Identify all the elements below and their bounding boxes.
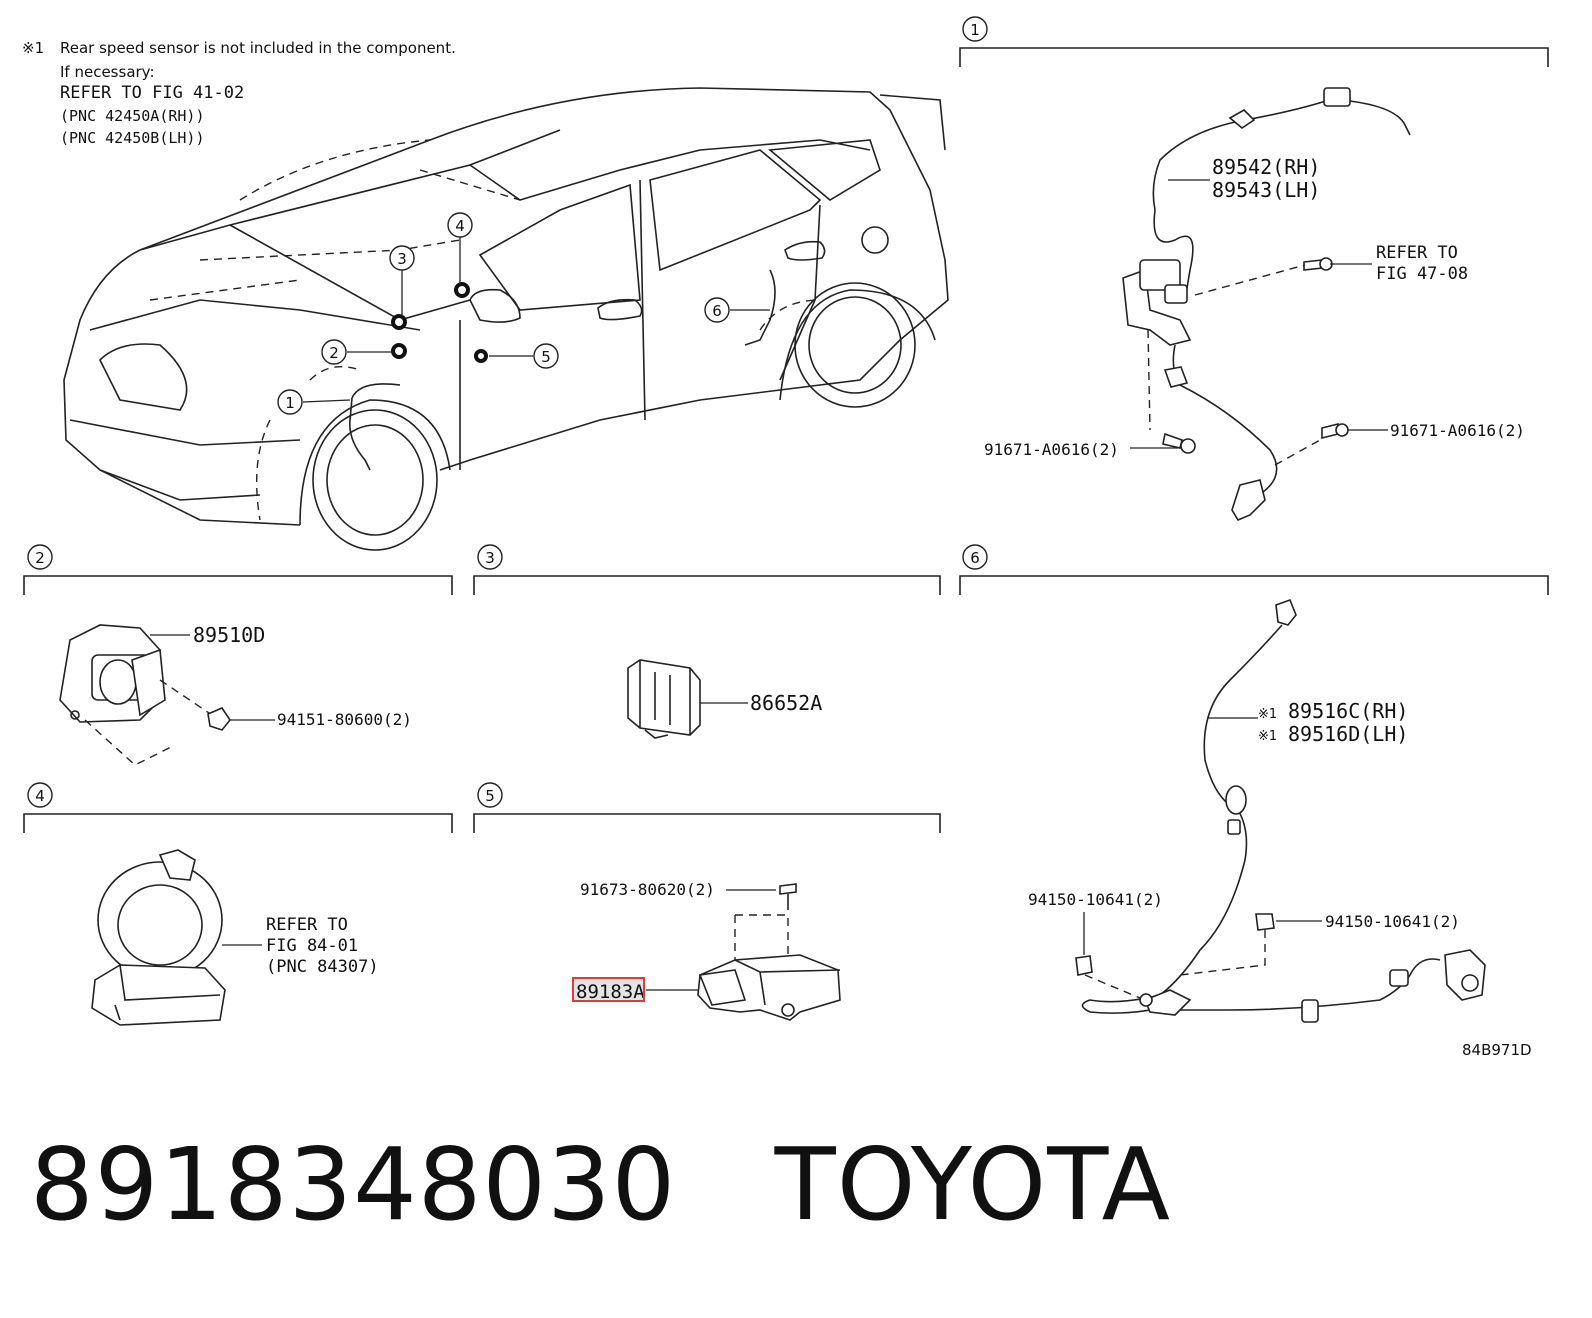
callout-2: 2 bbox=[321, 339, 347, 365]
section-3: 3 86652A bbox=[473, 544, 941, 739]
section-4-refer-line3: (PNC 84307) bbox=[266, 957, 379, 977]
section-3-part: 86652A bbox=[750, 691, 822, 715]
section-6-bolt-left: 94150-10641(2) bbox=[1028, 890, 1163, 909]
section-4: 4 REFER TO FIG 84-01 (PNC 84307) bbox=[23, 782, 453, 1026]
section-6-label: 6 bbox=[970, 549, 980, 567]
note-mark: ※1 bbox=[22, 39, 44, 57]
car-illustration bbox=[63, 87, 949, 551]
callout-1: 1 bbox=[277, 389, 303, 415]
section-5-part: 89183A bbox=[576, 981, 645, 1003]
note-if-necessary: If necessary: bbox=[60, 63, 155, 81]
section-5: 5 91673-80620(2) 89183A bbox=[473, 782, 941, 1021]
callout-1-label: 1 bbox=[285, 394, 295, 412]
callout-3: 3 bbox=[389, 245, 415, 271]
section-1-bolt-right: 91671-A0616(2) bbox=[1390, 421, 1525, 440]
section-1-refer-line1: REFER TO bbox=[1376, 243, 1458, 263]
section-1-label: 1 bbox=[970, 21, 980, 39]
section-6-part-rh: 89516C(RH) bbox=[1288, 699, 1408, 723]
section-5-label: 5 bbox=[485, 787, 495, 805]
callout-5: 5 bbox=[533, 343, 559, 369]
note-refer: REFER TO FIG 41-02 bbox=[60, 83, 244, 103]
section-4-refer-line1: REFER TO bbox=[266, 915, 348, 935]
note-block: ※1 Rear speed sensor is not included in … bbox=[22, 39, 456, 147]
note-pnc-rh: (PNC 42450A(RH)) bbox=[60, 107, 205, 125]
section-5-bolt: 91673-80620(2) bbox=[580, 880, 715, 899]
section-6-mark-lh: ※1 bbox=[1258, 729, 1277, 744]
section-1-part-rh: 89542(RH) bbox=[1212, 155, 1320, 179]
callout-4: 4 bbox=[447, 212, 473, 238]
footer-brand: TOYOTA bbox=[774, 1126, 1171, 1243]
callout-4-label: 4 bbox=[455, 217, 465, 235]
section-2-bolt: 94151-80600(2) bbox=[277, 710, 412, 729]
section-6-part-lh: 89516D(LH) bbox=[1288, 722, 1408, 746]
note-text: Rear speed sensor is not included in the… bbox=[60, 39, 456, 57]
section-6-mark-rh: ※1 bbox=[1258, 707, 1277, 722]
footer-title: 8918348030 TOYOTA bbox=[30, 1135, 1171, 1235]
section-1-refer-line2: FIG 47-08 bbox=[1376, 264, 1468, 284]
section-4-label: 4 bbox=[35, 787, 45, 805]
footer-part-number: 8918348030 bbox=[30, 1126, 677, 1243]
section-1-part-lh: 89543(LH) bbox=[1212, 178, 1320, 202]
section-1: 1 89542(RH) 89543(LH) REFER TO bbox=[959, 16, 1549, 522]
callout-3-label: 3 bbox=[397, 250, 407, 268]
highlight-box bbox=[572, 977, 645, 1002]
section-6-bolt-right: 94150-10641(2) bbox=[1325, 912, 1460, 931]
section-2-part: 89510D bbox=[193, 623, 265, 647]
section-6: 6 ※1 89516C(RH) ※1 89516D(LH) 94150-1064… bbox=[959, 544, 1549, 1023]
callout-5-label: 5 bbox=[541, 348, 551, 366]
callout-2-label: 2 bbox=[329, 344, 339, 362]
callout-6-label: 6 bbox=[712, 302, 722, 320]
section-3-label: 3 bbox=[485, 549, 495, 567]
section-2-label: 2 bbox=[35, 549, 45, 567]
section-2: 2 89510D 94151-80600(2) bbox=[23, 544, 453, 766]
section-1-bolt-left: 91671-A0616(2) bbox=[984, 440, 1119, 459]
note-pnc-lh: (PNC 42450B(LH)) bbox=[60, 129, 205, 147]
diagram-code: 84B971D bbox=[1462, 1041, 1532, 1059]
callout-6: 6 bbox=[704, 297, 730, 323]
highlight-fill bbox=[573, 978, 644, 1001]
section-4-refer-line2: FIG 84-01 bbox=[266, 936, 358, 956]
